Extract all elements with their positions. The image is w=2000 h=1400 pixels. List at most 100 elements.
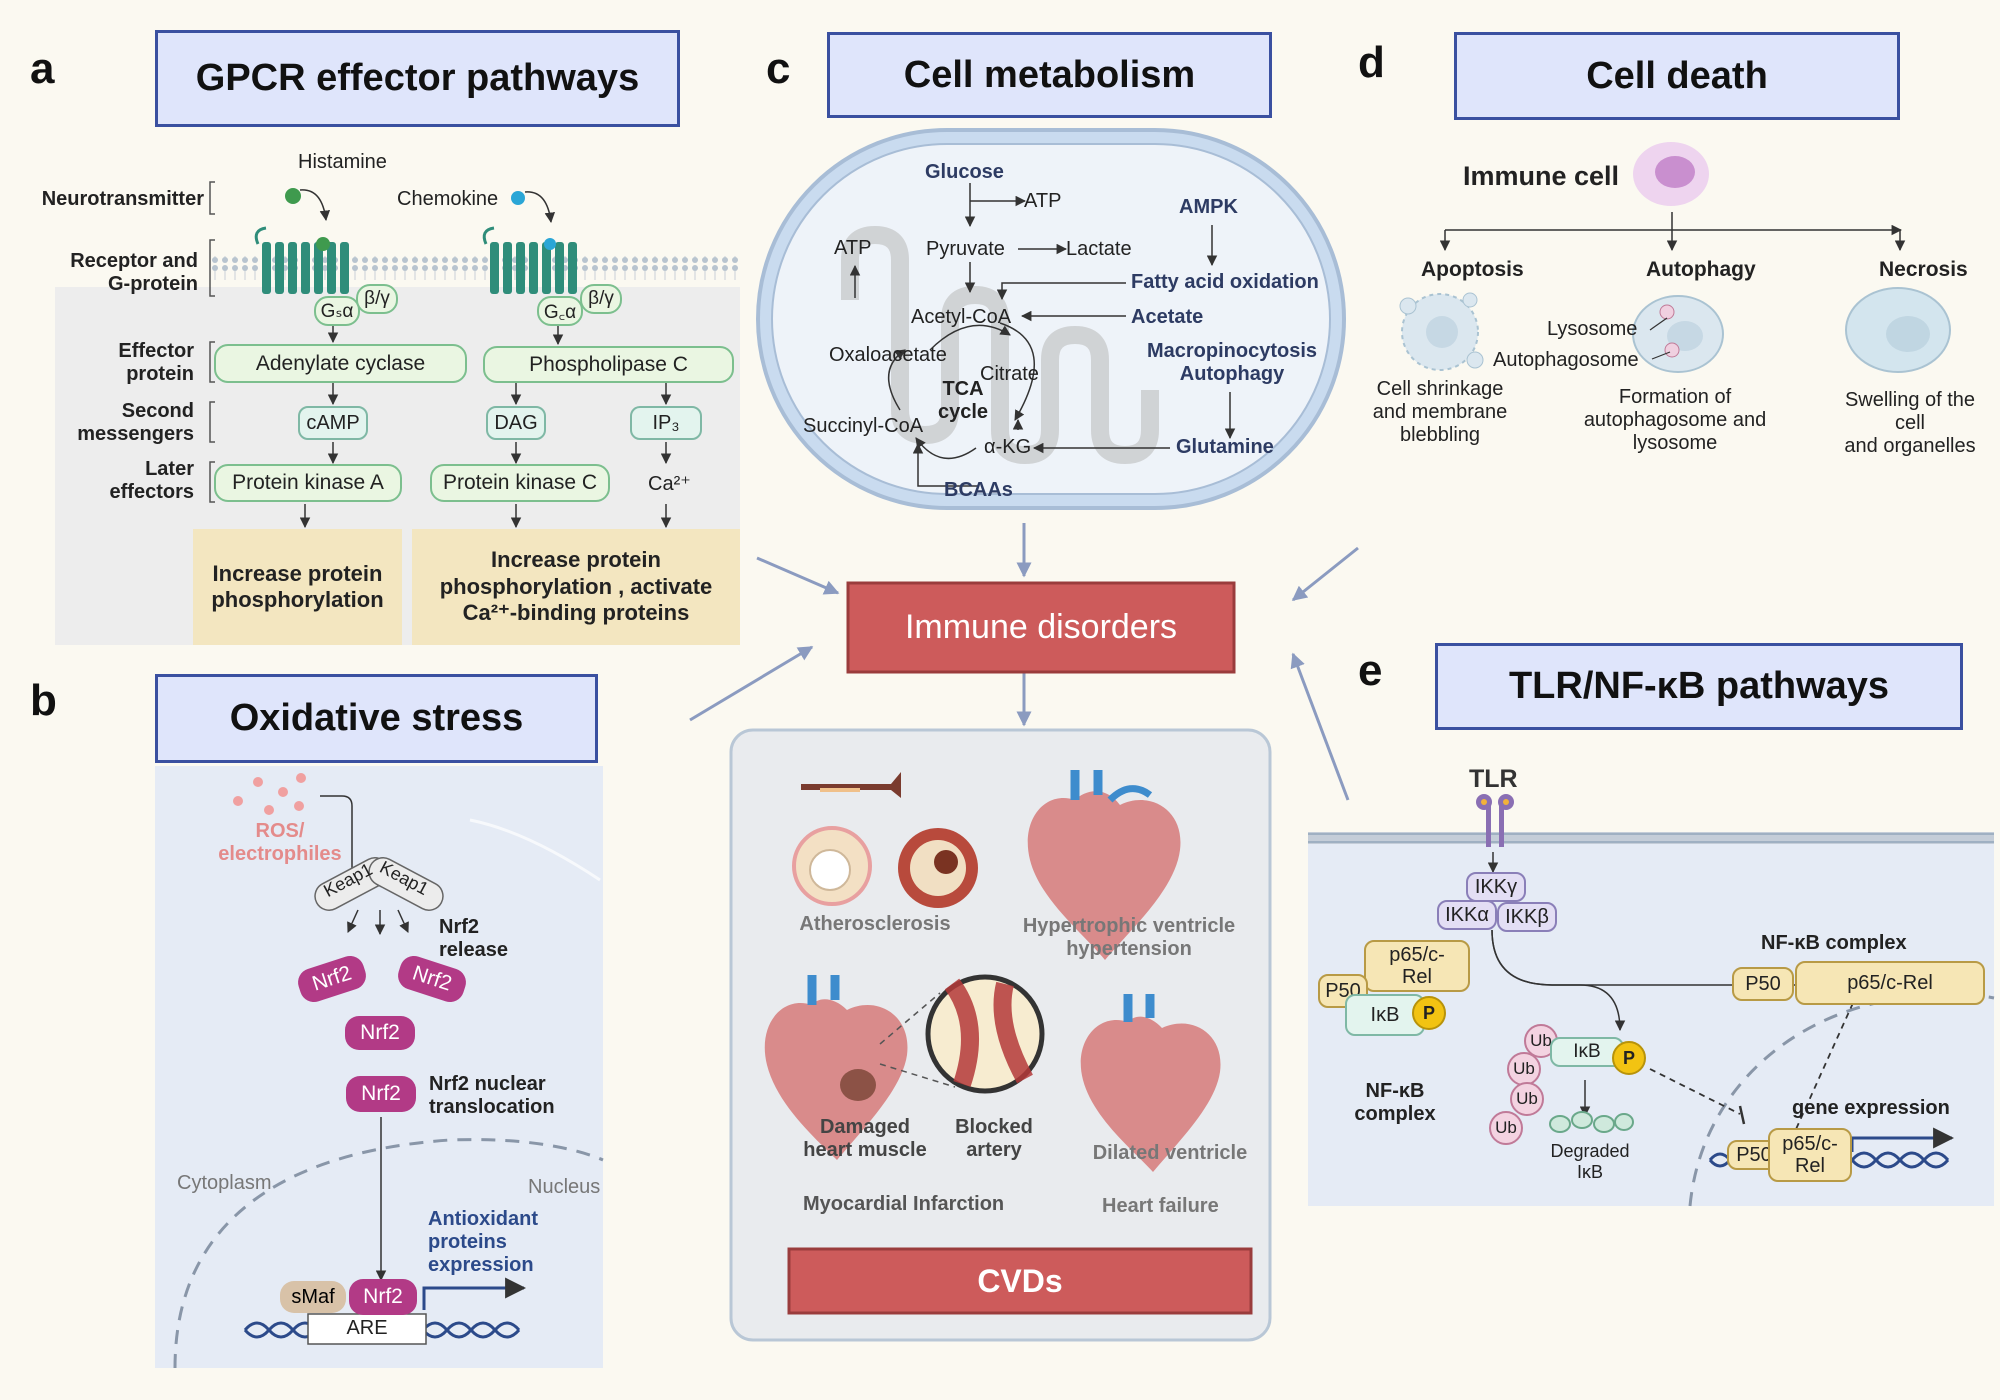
nfkb-complex-left-label: NF-κB complex [1354, 1080, 1436, 1125]
panel-c-title: Cell metabolism [827, 32, 1272, 118]
acetyl-coa-label: Acetyl-CoA [911, 306, 1012, 328]
blocked-artery-zoom-icon [925, 974, 1045, 1094]
tlr-receptor-icon [1476, 794, 1514, 847]
akg-label: α-KG [984, 436, 1032, 458]
ros-label: ROS/ electrophiles [218, 820, 342, 865]
nrf2-translocating: Nrf2 [346, 1076, 416, 1112]
gene-expression-label: gene expression [1792, 1097, 1950, 1119]
panel-e-title: TLR/NF-κB pathways [1435, 643, 1963, 730]
glutamine-label: Glutamine [1176, 436, 1274, 458]
ligand-chemokine: Chemokine [397, 188, 499, 210]
atp-top-label: ATP [1024, 190, 1062, 212]
are-label: ARE [346, 1317, 388, 1339]
branch-necrosis: Necrosis [1879, 258, 1968, 281]
effector-adenylate-cyclase: Adenylate cyclase [214, 344, 467, 383]
nrf2-bound: Nrf2 [349, 1279, 417, 1315]
receptor-chemokine-icon [482, 226, 577, 294]
row-label-receptor-gprotein: Receptor and G-protein [70, 250, 198, 295]
p50-released: P50 [1732, 967, 1794, 1001]
blocked-artery-label: Blocked artery [955, 1116, 1033, 1161]
p65-rel-nuclear: p65/c- Rel [1768, 1128, 1852, 1182]
nucleus-outline-b [173, 1138, 604, 1369]
dilated-ventricle-label: Dilated ventricle [1092, 1142, 1248, 1164]
blocked-artery-round-icon [898, 828, 978, 908]
heart-failure-label: Heart failure [1102, 1195, 1219, 1217]
histamine-ligand-icon [285, 188, 301, 204]
immune-disorders-label: Immune disorders [904, 607, 1178, 646]
receptor-histamine-icon [254, 226, 349, 294]
messenger-camp: cAMP [298, 406, 368, 440]
tlr-label: TLR [1469, 765, 1518, 793]
gprotein-alpha-q: G꜀α [537, 296, 583, 326]
citrate-label: Citrate [980, 363, 1039, 385]
nucleus-outline-e [1688, 993, 1995, 1207]
row-label-neurotransmitter: Neurotransmitter [41, 188, 204, 210]
panel-letter-d: d [1358, 38, 1385, 87]
keap1-icon [314, 857, 444, 911]
degraded-ikb-icon [1549, 1111, 1634, 1133]
cvds-label: CVDs [977, 1262, 1063, 1299]
heart-dilated-icon [1080, 994, 1221, 1172]
ampk-label: AMPK [1179, 196, 1238, 218]
artery-segment-icon [801, 772, 901, 798]
autophagic-cell-icon [1632, 295, 1724, 373]
desc-autophagy: Formation of autophagosome and lysosome [1583, 386, 1767, 454]
membrane-a [210, 256, 740, 280]
panel-b-title: Oxidative stress [155, 674, 598, 763]
cytoplasm-label: Cytoplasm [177, 1172, 272, 1194]
dna-helix-b-icon [243, 1321, 521, 1339]
effector-phospholipase-c: Phospholipase C [483, 346, 734, 383]
nrf2-release-label: Nrf2 release [439, 916, 508, 961]
phospho-bound: P [1412, 996, 1446, 1030]
degraded-ikb-label: Degraded IκB [1550, 1141, 1630, 1182]
ligand-histamine: Histamine [298, 151, 387, 173]
artery-cross-section-icon [792, 826, 872, 906]
gprotein-betagamma-left: β/γ [356, 284, 398, 314]
hypertrophic-label: Hypertrophic ventricle hypertension [1022, 915, 1236, 960]
succinyl-coa-label: Succinyl-CoA [803, 415, 924, 437]
damaged-heart-muscle-label: Damaged heart muscle [803, 1116, 927, 1161]
panel-letter-c: c [766, 44, 791, 93]
nrf2-middle: Nrf2 [345, 1016, 415, 1050]
fatty-acid-oxidation-label: Fatty acid oxidation [1131, 271, 1319, 293]
heart-hypertrophic-icon [1027, 770, 1181, 960]
gprotein-alpha-s: Gₛα [314, 296, 360, 326]
immune-disorders-box [846, 581, 1236, 674]
branch-apoptosis: Apoptosis [1421, 258, 1524, 281]
atp-left-label: ATP [834, 237, 872, 259]
immune-cell-label: Immune cell [1463, 161, 1620, 191]
gprotein-betagamma-right: β/γ [580, 284, 622, 314]
panel-letter-e: e [1358, 646, 1383, 695]
autophagosome-label: Autophagosome [1493, 349, 1639, 371]
bcaas-label: BCAAs [944, 479, 1013, 501]
branch-autophagy: Autophagy [1646, 258, 1756, 281]
ikk-alpha: IKKα [1437, 900, 1497, 930]
tca-cycle-label: TCA cycle [937, 378, 989, 423]
pyruvate-label: Pyruvate [926, 238, 1005, 260]
are-box [307, 1313, 427, 1345]
ikb-bound: IκB [1345, 994, 1425, 1036]
nucleus-label-b: Nucleus [528, 1176, 601, 1198]
mitochondrion-icon [756, 128, 1346, 510]
outcome-right: Increase protein phosphorylation , activ… [412, 529, 740, 645]
panel-letter-a: a [30, 44, 55, 93]
desc-apoptosis: Cell shrinkage and membrane blebbling [1372, 378, 1508, 446]
panel-letter-b: b [30, 676, 57, 725]
glucose-label: Glucose [925, 161, 1004, 183]
lysosome-label: Lysosome [1547, 318, 1638, 340]
p65-rel-released: p65/c-Rel [1795, 961, 1985, 1005]
cvds-box [787, 1247, 1253, 1315]
ikk-gamma: IKKγ [1466, 872, 1526, 902]
chemokine-ligand-icon [511, 191, 525, 205]
lactate-label: Lactate [1066, 238, 1132, 260]
row-label-later-effectors: Later effectors [109, 458, 194, 503]
row-label-effector-protein: Effector protein [118, 340, 194, 385]
heart-damaged-icon [764, 975, 908, 1160]
apoptotic-cell-icon [1399, 292, 1484, 371]
smaf-box: sMaf [280, 1281, 346, 1313]
atherosclerosis-label: Atherosclerosis [799, 913, 951, 935]
desc-necrosis: Swelling of the cell and organelles [1844, 389, 1976, 457]
ub-4: Ub [1489, 1111, 1523, 1145]
